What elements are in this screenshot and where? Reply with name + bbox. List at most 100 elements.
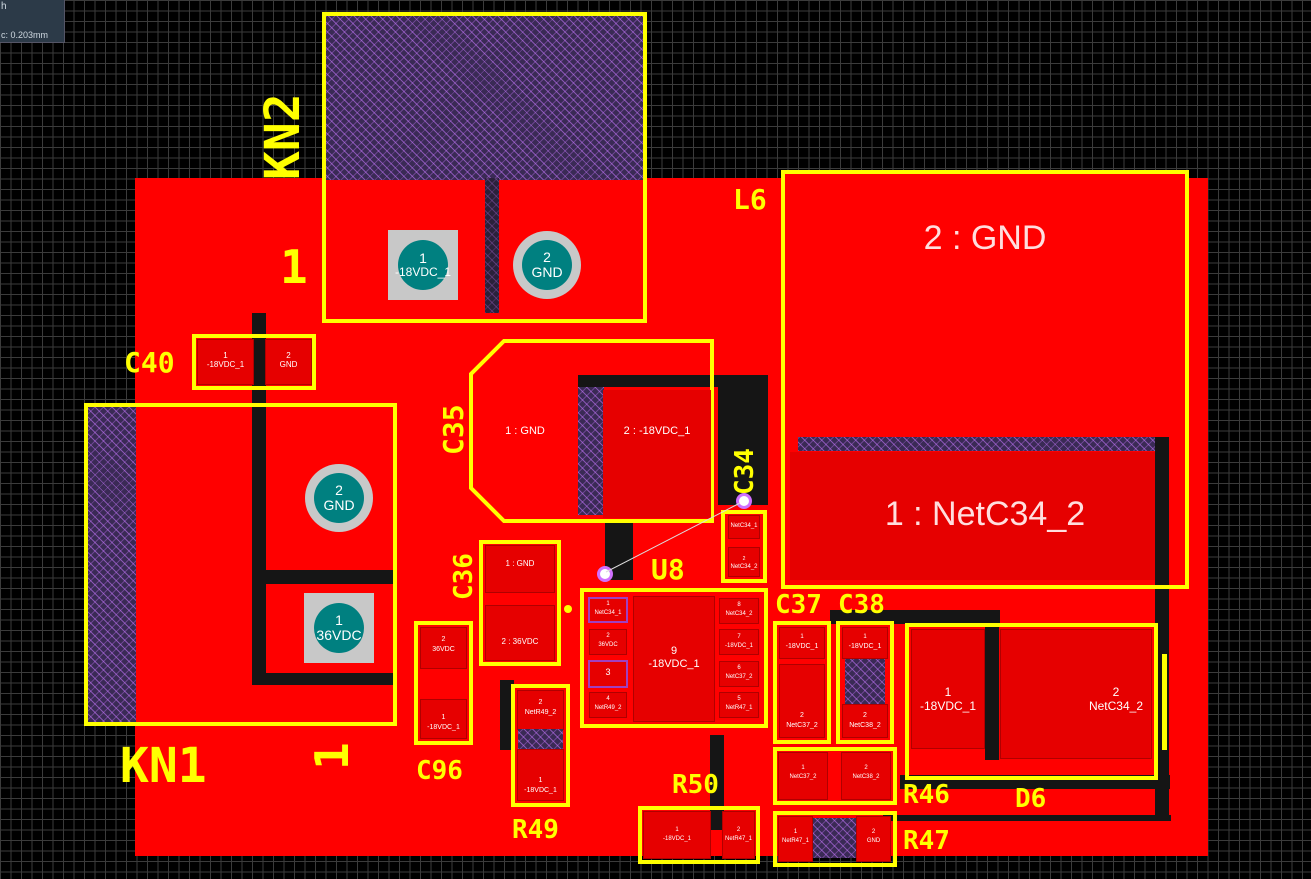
c35-pad2-label: 2 : -18VDC_1 [623,425,691,437]
u8-outline[interactable] [580,588,768,728]
kn1-pad1[interactable]: 1 36VDC [314,603,364,653]
c38-pad2-num: 2 [863,712,867,719]
kn2-pad1-net: -18VDC_1 [394,265,452,280]
c38-hatch [845,655,885,705]
kn1-pad1-net: 36VDC [316,627,362,643]
c36-designator: C36 [449,553,479,600]
u8-pin-3[interactable] [588,660,628,688]
c40-pad1[interactable] [197,339,254,385]
c36-pad1[interactable] [485,545,555,593]
c38-pad2[interactable] [842,704,888,738]
kn2-pad2[interactable]: 2 GND [522,240,572,290]
l6-pad1[interactable] [790,452,1155,580]
c38-clearance [830,610,1000,624]
c38-pad1-num: 1 [863,634,867,640]
r47-pad2-net: GND [866,838,881,844]
c96-pad2-num: 2 [441,636,446,643]
u8-pin-4[interactable] [589,692,627,718]
c38-designator: C38 [838,590,885,620]
c96-outline[interactable] [414,621,473,745]
kn2-designator: KN2 [255,93,311,180]
r47-pad1-num: 1 [793,829,798,835]
u8-pin-2-net: 36VDC [598,642,618,648]
c37-pad1[interactable] [779,627,825,659]
r47-outline[interactable] [773,811,897,867]
c96-pad1-num: 1 [441,714,446,721]
c40-designator: C40 [124,346,175,379]
c96-pad1-net: -18VDC_1 [427,724,460,731]
r50-pad1[interactable] [643,811,711,859]
kn2-pad1[interactable]: 1 -18VDC_1 [394,240,452,290]
kn1-outline[interactable] [84,403,397,726]
c35-outline[interactable] [468,338,716,524]
u8-pin-6-num: 6 [737,665,741,671]
r46-pad1-net: NetC37_2 [789,774,817,780]
c38-pad1[interactable] [842,627,888,659]
c96-pad2[interactable] [420,627,467,669]
r46-pad1[interactable] [778,752,828,800]
c34-pad1[interactable] [728,515,760,539]
u8-center-pad[interactable] [633,596,715,722]
r46-outline[interactable] [773,747,897,805]
c96-pad1[interactable] [420,699,467,739]
u8-pin-6[interactable] [719,661,759,687]
u8-pin-7[interactable] [719,629,759,655]
c40-pad2[interactable] [265,339,312,385]
u8-pin-4-num: 4 [606,696,610,702]
c35-pad1-label[interactable]: 1 : GND [505,425,545,437]
kn1-keepout-hatch [88,407,136,723]
c34-via[interactable] [736,493,752,509]
c38-outline[interactable] [836,621,894,744]
c37-pad2-net: NetC37_2 [786,722,818,729]
u8-pin-2[interactable] [589,629,627,655]
d6-pad2-net: NetC34_2 [1088,699,1144,713]
u8-pin-8[interactable] [719,598,759,624]
c37-pad2[interactable] [779,664,825,738]
c36-pad2[interactable] [485,605,555,661]
c40-outline[interactable] [192,334,316,390]
l6-designator: L6 [733,183,767,216]
u8-pin-5[interactable] [719,692,759,718]
r50-outline[interactable] [638,806,760,864]
r49-pad1[interactable] [517,749,564,801]
u8-pin-5-num: 5 [737,696,741,702]
kn1-pad2-net: GND [323,497,355,513]
kn2-outline[interactable] [322,12,647,323]
r49-outline[interactable] [511,684,570,807]
r50-pad2-num: 2 [736,827,741,833]
r50-pad2[interactable] [722,811,755,859]
c40-pad1-net: -18VDC_1 [206,360,245,369]
r46-pad2[interactable] [841,752,891,800]
c35-pad2[interactable] [603,390,711,518]
c37-outline[interactable] [773,621,831,744]
u8-pin-4-net: NetR49_2 [594,705,622,711]
r49-clearance [500,680,514,750]
c36-outline[interactable] [479,540,561,666]
c35-keepout-hatch [578,375,604,515]
c34-pad1-net: NetC34_1 [730,523,758,529]
u8-pin-7-num: 7 [737,634,741,640]
d6-outline[interactable] [905,623,1158,780]
u8-pin-2-num: 2 [606,633,610,639]
c34-outline[interactable] [721,510,767,583]
kn1-pad2[interactable]: 2 GND [314,473,364,523]
c35-clearance-right [718,375,768,505]
status-line-1: h [1,1,7,12]
d6-pad1[interactable] [911,629,985,749]
r47-pad1[interactable] [778,816,813,862]
l6-keepout-hatch [798,437,1168,451]
u8-pin-1[interactable] [588,597,628,623]
r47-pad2[interactable] [856,816,891,862]
l6-pad2-label[interactable]: 2 : GND [923,219,1047,257]
c37-designator: C37 [775,590,822,620]
u8-center-num: 9 [670,645,678,657]
kn2-pin1-marker: 1 [280,240,308,294]
l6-outline[interactable] [781,170,1189,589]
c34-pad2[interactable] [728,547,760,577]
kn1-clearance-bottom [252,673,395,685]
d6-pad2[interactable] [1000,629,1152,759]
r47-hatch [812,818,857,858]
copper-right-strip [1170,580,1208,810]
r47-clearance [883,815,1171,821]
r49-pad2[interactable] [517,690,564,730]
